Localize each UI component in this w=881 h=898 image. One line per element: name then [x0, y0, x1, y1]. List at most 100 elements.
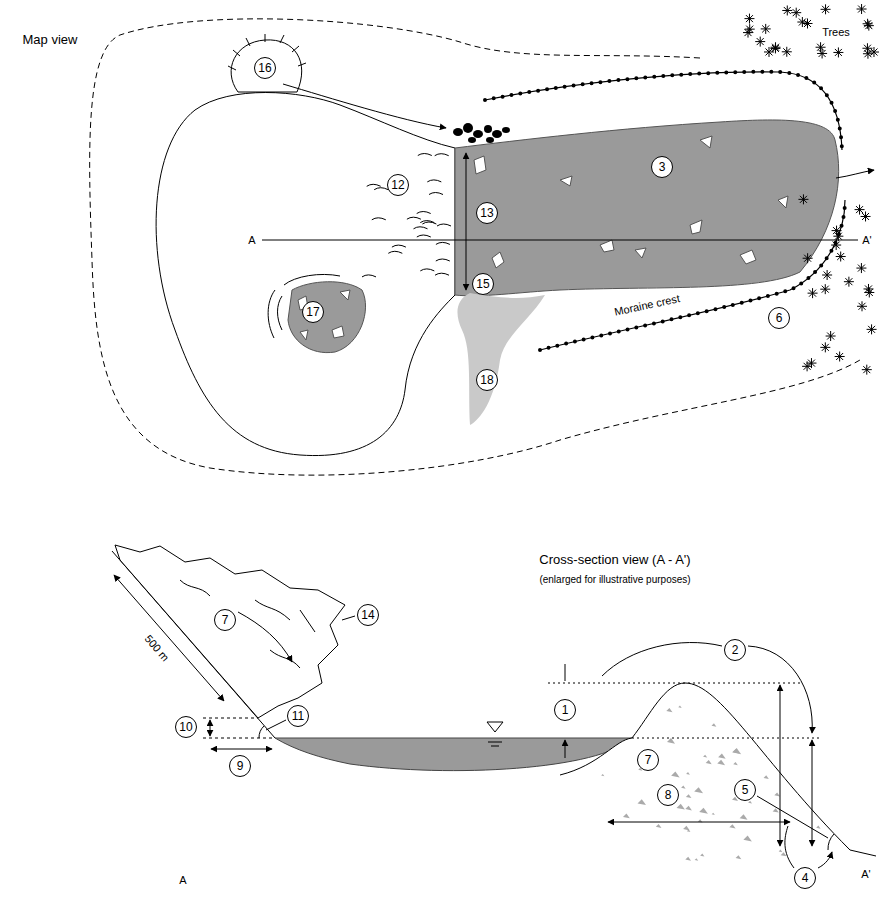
tree-symbol [744, 14, 754, 24]
callout-number: 15 [476, 278, 489, 290]
water-height-arrow [812, 740, 813, 846]
ice-flow-arrow [238, 612, 292, 662]
stone [685, 857, 691, 861]
callout-number: 6 [776, 312, 783, 324]
crevasse [392, 245, 406, 247]
tree-symbol [836, 252, 846, 262]
crevasse [374, 188, 388, 190]
map-view [90, 4, 879, 475]
angle-leader [757, 796, 828, 838]
tree-symbol [820, 342, 830, 352]
distal-angle-arc [828, 834, 834, 850]
tree-symbol [855, 205, 865, 215]
dam-width-arrow [608, 822, 790, 823]
outflow-arrow [836, 170, 874, 178]
tree-symbol [791, 8, 801, 18]
crevasse [435, 273, 449, 275]
tree-symbol [833, 231, 843, 241]
text-label: Moraine crest [612, 292, 682, 318]
callout-circle: 14 [357, 604, 379, 626]
crevasse [417, 212, 431, 214]
text-label: A' [860, 868, 871, 880]
water-level-ticks [488, 742, 502, 746]
tree-symbol [857, 4, 867, 14]
tree-symbol [863, 49, 873, 59]
water-level-symbol [487, 722, 503, 732]
crevasse [362, 275, 376, 277]
crevasse [436, 259, 450, 261]
tree-symbol [863, 19, 873, 29]
callout-circle: 11 [287, 705, 309, 727]
moraine-crest-dots [540, 200, 845, 350]
callout-number: 10 [179, 721, 192, 733]
crevasse [372, 218, 386, 220]
callout-number: 12 [391, 179, 404, 191]
stone [816, 826, 820, 829]
tree-symbol [869, 47, 879, 57]
tree-symbol [867, 324, 877, 334]
tree-symbol [862, 365, 872, 375]
crevasse [435, 154, 449, 156]
terminus-leader [342, 616, 355, 620]
height-arrow [210, 720, 211, 736]
tree-symbol [826, 331, 836, 341]
crevasse [367, 184, 381, 186]
reference-line [203, 718, 275, 738]
crevasse [437, 224, 451, 226]
stone [712, 813, 715, 815]
stone [781, 852, 787, 856]
callout-number: 8 [665, 789, 672, 801]
stone [733, 749, 739, 754]
callout-circle: 9 [229, 755, 251, 777]
stone [681, 786, 686, 789]
outwash-fan [457, 293, 545, 425]
tree-symbol [782, 5, 792, 15]
pointer-arrows [602, 643, 812, 733]
tree-symbol [835, 351, 845, 361]
text-label: A [178, 874, 187, 886]
callout-circle: 17 [302, 301, 324, 323]
glacial-lake [455, 120, 839, 296]
stone [656, 824, 662, 828]
text-label: Map view [22, 33, 79, 47]
boulders [453, 123, 510, 143]
callout-circle: 1 [554, 699, 576, 721]
callout-number: 9 [237, 760, 244, 772]
tree-symbol [761, 24, 771, 34]
stone [729, 824, 735, 828]
crevasse [417, 235, 431, 237]
supraglacial-lake [288, 282, 366, 353]
tree-symbol [831, 240, 841, 250]
tree-symbol [764, 47, 774, 57]
angle-leader [266, 720, 286, 730]
callout-circle: 18 [476, 369, 498, 391]
callout-circle: 2 [724, 639, 746, 661]
ice-lines [268, 274, 340, 338]
tree-symbol [798, 194, 808, 204]
moraine-dam [560, 683, 876, 856]
stone [773, 808, 779, 812]
stone [712, 723, 717, 726]
section-line [262, 240, 858, 241]
text-label: Cross-section view (A - A') [538, 553, 691, 567]
stone [740, 814, 748, 819]
stone [686, 772, 690, 775]
stone [686, 794, 692, 798]
lake-water [275, 738, 632, 771]
stone [706, 760, 712, 764]
tree-symbol [755, 37, 765, 47]
moraine-stones [601, 706, 820, 861]
callout-number: 1 [562, 704, 569, 716]
callout-circle: 16 [254, 57, 276, 79]
former-extent-outline [90, 19, 860, 475]
callout-circle: 7 [214, 609, 236, 631]
distance-arrow [211, 749, 272, 750]
crevasse [429, 193, 443, 195]
glacier-outline [156, 93, 455, 456]
moraine-crest-line [485, 72, 842, 150]
stone [685, 806, 692, 811]
crevasse [414, 227, 428, 229]
stone [732, 748, 741, 754]
